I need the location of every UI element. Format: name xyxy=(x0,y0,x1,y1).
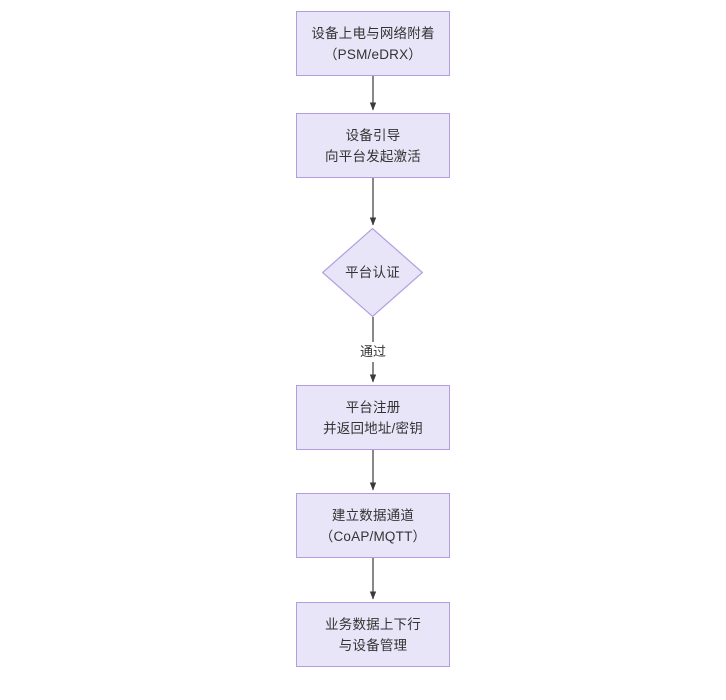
node-bootstrap-line-1: 设备引导 xyxy=(345,127,401,143)
edge-label-pass: 通过 xyxy=(356,342,390,362)
node-power-on-line-2: （PSM/eDRX） xyxy=(323,46,423,62)
node-data-channel-line-1: 建立数据通道 xyxy=(331,507,415,523)
node-business-data[interactable]: 业务数据上下行 与设备管理 xyxy=(296,602,450,667)
node-platform-register-line-1: 平台注册 xyxy=(345,399,401,415)
node-platform-auth-label: 平台认证 xyxy=(345,265,400,280)
node-platform-auth[interactable]: 平台认证 xyxy=(322,228,423,317)
node-power-on[interactable]: 设备上电与网络附着 （PSM/eDRX） xyxy=(296,11,450,76)
node-platform-register-line-2: 并返回地址/密钥 xyxy=(323,420,423,436)
node-bootstrap-line-2: 向平台发起激活 xyxy=(325,148,421,164)
node-data-channel[interactable]: 建立数据通道 （CoAP/MQTT） xyxy=(296,493,450,558)
node-business-data-line-2: 与设备管理 xyxy=(338,637,408,653)
node-bootstrap[interactable]: 设备引导 向平台发起激活 xyxy=(296,113,450,178)
node-business-data-line-1: 业务数据上下行 xyxy=(325,616,421,632)
diamond-shape-icon xyxy=(322,228,423,317)
node-power-on-line-1: 设备上电与网络附着 xyxy=(311,25,435,41)
node-platform-register[interactable]: 平台注册 并返回地址/密钥 xyxy=(296,385,450,450)
node-data-channel-line-2: （CoAP/MQTT） xyxy=(319,528,427,544)
